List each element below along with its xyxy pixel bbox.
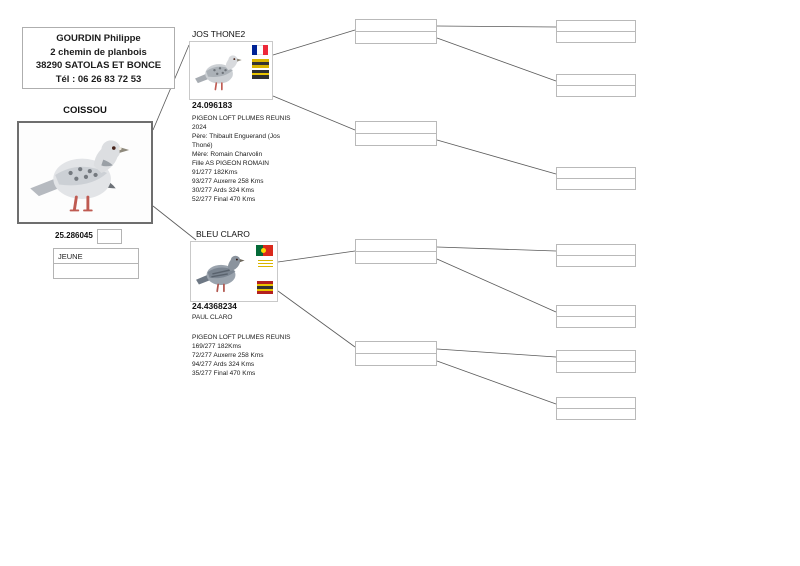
pedigree-slot-dam-dam — [355, 341, 437, 366]
mini-label-icon — [258, 260, 273, 267]
dam-name: BLEU CLARO — [196, 229, 250, 239]
mini-chart-icon — [257, 281, 273, 294]
pedigree-slot-dam-sire — [355, 239, 437, 264]
pedigree-slot-gg-2 — [556, 74, 636, 97]
sire-info-line: PIGEON LOFT PLUMES REUNIS — [192, 115, 291, 122]
connector-line — [272, 29, 356, 56]
subject-pigeon-photo — [30, 140, 130, 212]
sire-photo-card — [189, 41, 273, 100]
owner-address-line1: 2 chemin de planbois — [50, 46, 147, 58]
sire-info-line: Père: Thibault Enguerand (Jos — [192, 133, 281, 140]
sire-info-line: 93/277 Auxerre 258 Kms — [192, 178, 264, 185]
owner-phone: Tél : 06 26 83 72 53 — [55, 73, 142, 85]
dam-info-line: PIGEON LOFT PLUMES REUNIS — [192, 334, 291, 341]
slot-info-cell — [556, 361, 636, 373]
dam-breeder-name: PAUL CLARO — [192, 314, 233, 321]
pedigree-slot-sire-dam — [355, 121, 437, 146]
connector-line — [152, 205, 197, 241]
subject-extra-box — [53, 263, 139, 279]
slot-info-cell — [556, 255, 636, 267]
dam-photo-card — [190, 241, 278, 302]
owner-name: GOURDIN Philippe — [56, 33, 141, 44]
sire-info-line: 52/277 Final 470 Kms — [192, 196, 256, 203]
sire-ring-number: 24.096183 — [192, 100, 233, 110]
pedigree-slot-gg-3 — [556, 167, 636, 190]
sire-info-line: Thoné) — [192, 142, 213, 149]
slot-info-cell — [556, 178, 636, 190]
connector-line — [277, 250, 356, 263]
connector-line — [436, 348, 557, 358]
subject-age-label: JEUNE — [58, 252, 83, 261]
dam-info-line: 72/277 Auxerre 258 Kms — [192, 352, 264, 359]
pedigree-slot-gg-7 — [556, 397, 636, 420]
sire-info-line: 91/277 182Kms — [192, 169, 238, 176]
owner-info-box: GOURDIN Philippe 2 chemin de planbois 38… — [22, 27, 175, 89]
portugal-flag-icon — [256, 245, 273, 256]
dam-ring-number: 24.4368234 — [192, 301, 237, 311]
dam-info-block: PIGEON LOFT PLUMES REUNIS 169/277 182Kms… — [192, 333, 307, 378]
sire-info-line: 30/277 Ards 324 Kms — [192, 187, 255, 194]
dam-info-line: 94/277 Ards 324 Kms — [192, 361, 255, 368]
sire-info-block: PIGEON LOFT PLUMES REUNIS 2024 Père: Thi… — [192, 114, 307, 204]
slot-info-cell — [556, 31, 636, 43]
subject-photo-frame — [17, 121, 153, 224]
dam-info-line: 35/277 Final 470 Kms — [192, 370, 256, 377]
sire-info-line: 2024 — [192, 124, 207, 131]
slot-info-cell — [355, 251, 437, 264]
slot-info-cell — [355, 353, 437, 366]
owner-address-line2: 38290 SATOLAS ET BONCE — [35, 60, 162, 71]
pedigree-slot-gg-6 — [556, 350, 636, 373]
connector-line — [436, 25, 557, 28]
pedigree-slot-gg-4 — [556, 244, 636, 267]
slot-info-cell — [355, 133, 437, 146]
sire-pigeon-photo — [195, 55, 242, 91]
pedigree-slot-gg-5 — [556, 305, 636, 328]
sire-info-line: Mère: Romain Charvolin — [192, 151, 263, 158]
dam-info-line: 169/277 182Kms — [192, 343, 242, 350]
mini-chart-icon — [252, 59, 269, 68]
mini-chart-icon — [252, 70, 269, 79]
subject-sex-box — [97, 229, 122, 244]
subject-name: COISSOU — [63, 105, 107, 116]
subject-ring-number: 25.286045 — [55, 231, 93, 240]
sire-name: JOS THONE2 — [192, 29, 246, 39]
slot-info-cell — [556, 85, 636, 97]
france-flag-icon — [252, 45, 268, 55]
connector-line — [436, 37, 557, 82]
connector-line — [436, 139, 557, 175]
slot-info-cell — [556, 316, 636, 328]
slot-info-cell — [355, 31, 437, 44]
connector-line — [436, 246, 557, 252]
slot-info-cell — [556, 408, 636, 420]
dam-pigeon-photo — [196, 255, 245, 293]
pedigree-slot-sire-sire — [355, 19, 437, 44]
subject-age-box: JEUNE — [53, 248, 139, 264]
connector-line — [436, 360, 557, 405]
sire-info-line: Fille AS PIGEON ROMAIN — [192, 160, 269, 167]
pedigree-slot-gg-1 — [556, 20, 636, 43]
connector-line — [436, 258, 557, 313]
